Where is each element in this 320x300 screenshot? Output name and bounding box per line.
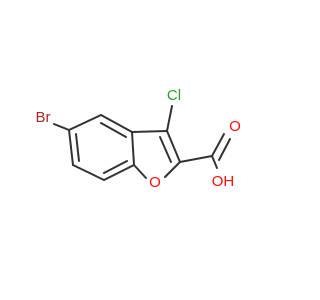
- bond-to-o: [164, 161, 181, 178]
- double-bond-inner: [100, 122, 127, 138]
- bond: [68, 114, 102, 131]
- bond-to-oh: [211, 155, 218, 169]
- bond: [131, 130, 168, 133]
- bond: [166, 130, 181, 163]
- double-bond-inner: [103, 160, 128, 174]
- bond-to-o: [133, 164, 147, 179]
- bond: [68, 129, 74, 166]
- bond: [100, 114, 133, 133]
- double-bond: [211, 133, 225, 157]
- double-bond: [218, 138, 231, 161]
- bond: [103, 164, 135, 181]
- double-bond-inner: [159, 136, 172, 163]
- bond: [179, 155, 213, 163]
- bond-to-cl: [166, 105, 173, 132]
- bond-to-br: [53, 123, 70, 131]
- chlorine-atom-label: Cl: [166, 87, 182, 104]
- bromine-atom-label: Br: [35, 109, 51, 126]
- double-bond-inner: [75, 133, 80, 162]
- molecule-canvas: Br Cl O O OH: [35, 87, 241, 191]
- bond: [131, 131, 135, 166]
- furan-oxygen-label: O: [149, 174, 161, 191]
- hydroxyl-group-label: OH: [211, 173, 235, 190]
- bond: [72, 164, 105, 181]
- structure-drawing: [53, 105, 231, 181]
- carbonyl-oxygen-label: O: [229, 118, 241, 135]
